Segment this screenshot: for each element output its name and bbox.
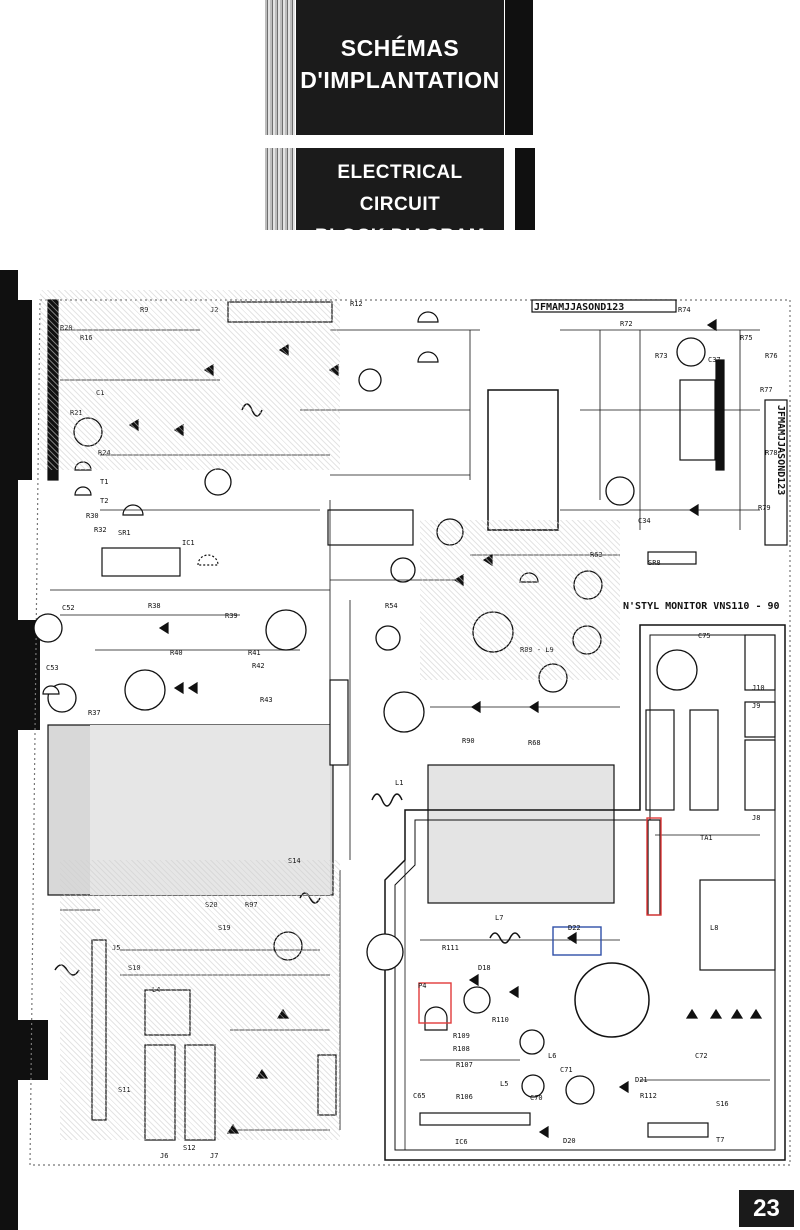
scan-noise-2	[420, 520, 620, 680]
svg-text:SR1: SR1	[118, 529, 131, 537]
svg-text:R90: R90	[462, 737, 475, 745]
svg-text:J6: J6	[160, 1152, 168, 1160]
scan-edge-left	[0, 270, 18, 1230]
svg-text:S16: S16	[716, 1100, 729, 1108]
svg-text:R72: R72	[620, 320, 633, 328]
page-title-line-2: D'IMPLANTATION	[300, 67, 500, 93]
svg-text:J8: J8	[752, 814, 760, 822]
scan-edge-left-notch	[18, 300, 32, 480]
svg-text:C75: C75	[698, 632, 711, 640]
svg-text:R108: R108	[453, 1045, 470, 1053]
svg-text:L1: L1	[395, 779, 403, 787]
scan-noise-3	[60, 860, 340, 1140]
svg-text:S12: S12	[183, 1144, 196, 1152]
svg-text:L6: L6	[548, 1052, 556, 1060]
svg-text:T1: T1	[100, 478, 108, 486]
page-subtitle-line-1: ELECTRICAL CIRCUIT	[337, 162, 463, 215]
svg-text:R76: R76	[765, 352, 778, 360]
svg-text:R79: R79	[758, 504, 771, 512]
svg-text:R54: R54	[385, 602, 398, 610]
scan-noise-1	[40, 290, 340, 470]
svg-text:R106: R106	[456, 1093, 473, 1101]
svg-text:R30: R30	[86, 512, 99, 520]
svg-text:L7: L7	[495, 914, 503, 922]
svg-text:R39: R39	[225, 612, 238, 620]
svg-text:J7: J7	[210, 1152, 218, 1160]
svg-text:D21: D21	[635, 1076, 648, 1084]
svg-text:IC1: IC1	[182, 539, 195, 547]
svg-text:J10: J10	[752, 684, 765, 692]
svg-text:R112: R112	[640, 1092, 657, 1100]
svg-text:C53: C53	[46, 664, 59, 672]
svg-text:R73: R73	[655, 352, 668, 360]
svg-text:R41: R41	[248, 649, 261, 657]
svg-text:C65: C65	[413, 1092, 426, 1100]
svg-text:R32: R32	[94, 526, 107, 534]
subheader-grain-left	[265, 148, 295, 230]
page-subtitle: ELECTRICAL CIRCUIT BLOCK DIAGRAM	[296, 148, 504, 247]
page-subtitle-line-2: BLOCK DIAGRAM	[314, 226, 486, 247]
svg-text:L5: L5	[500, 1080, 508, 1088]
svg-text:R110: R110	[492, 1016, 509, 1024]
svg-text:P4: P4	[418, 982, 426, 990]
svg-text:R74: R74	[678, 306, 691, 314]
svg-text:R107: R107	[456, 1061, 473, 1069]
svg-text:R68: R68	[528, 739, 541, 747]
page-number: 23	[739, 1190, 794, 1227]
svg-text:C37: C37	[708, 356, 721, 364]
svg-text:R12: R12	[350, 300, 363, 308]
svg-text:C72: C72	[695, 1052, 708, 1060]
svg-text:R40: R40	[170, 649, 183, 657]
svg-text:T2: T2	[100, 497, 108, 505]
svg-text:SR8: SR8	[648, 559, 661, 567]
svg-text:C34: C34	[638, 517, 651, 525]
svg-text:J9: J9	[752, 702, 760, 710]
svg-text:C52: C52	[62, 604, 75, 612]
svg-text:R43: R43	[260, 696, 273, 704]
page-title: SCHÉMAS D'IMPLANTATION	[296, 32, 504, 102]
svg-text:R77: R77	[760, 386, 773, 394]
svg-text:D22: D22	[568, 924, 581, 932]
header-bar-right-1	[505, 0, 533, 135]
page-title-line-1: SCHÉMAS	[340, 35, 460, 61]
page-title-bg-bottom	[296, 102, 504, 135]
svg-text:C70: C70	[530, 1094, 543, 1102]
svg-text:R42: R42	[252, 662, 265, 670]
svg-text:D18: D18	[478, 964, 491, 972]
svg-text:R111: R111	[442, 944, 459, 952]
scan-edge-left-notch2	[18, 620, 40, 730]
svg-text:L8: L8	[710, 924, 718, 932]
svg-text:C71: C71	[560, 1066, 573, 1074]
svg-text:R75: R75	[740, 334, 753, 342]
page-title-bg	[296, 0, 504, 32]
model-label: N'STYL MONITOR VNS110 - 90	[623, 601, 780, 612]
date-strip-top: JFMAMJJASOND123	[534, 302, 624, 313]
date-strip-vertical: JFMAMJJASOND123	[775, 405, 786, 495]
svg-text:R78: R78	[765, 449, 778, 457]
svg-text:T7: T7	[716, 1136, 724, 1144]
svg-text:D20: D20	[563, 1137, 576, 1145]
svg-text:TA1: TA1	[700, 834, 713, 842]
svg-text:IC6: IC6	[455, 1138, 468, 1146]
svg-text:R109: R109	[453, 1032, 470, 1040]
scan-edge-left-notch3	[18, 1020, 48, 1080]
header-bar-right-2	[515, 148, 535, 230]
svg-text:R37: R37	[88, 709, 101, 717]
header-grain-left	[265, 0, 295, 135]
svg-text:R38: R38	[148, 602, 161, 610]
